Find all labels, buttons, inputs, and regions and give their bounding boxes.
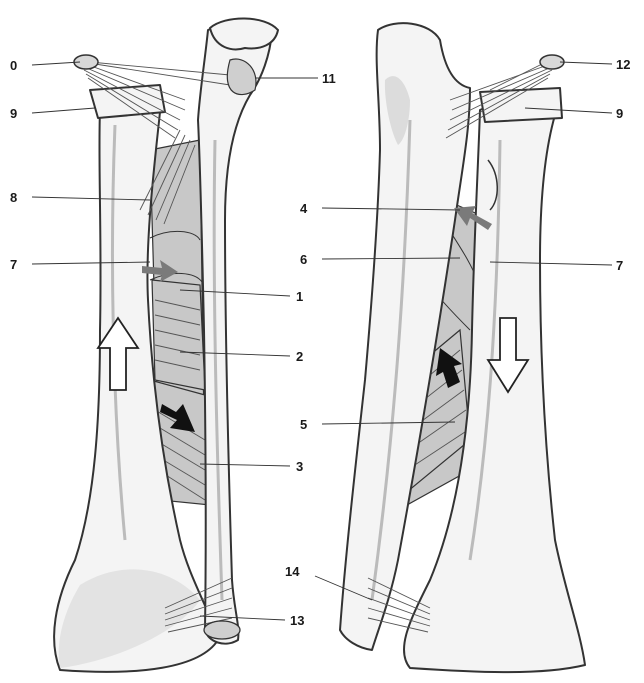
label-7-left: 7 xyxy=(10,257,17,272)
label-12: 12 xyxy=(616,57,630,72)
label-11: 11 xyxy=(322,71,336,86)
label-8: 8 xyxy=(10,190,17,205)
label-3: 3 xyxy=(296,459,303,474)
label-6: 6 xyxy=(300,252,307,267)
label-1: 1 xyxy=(296,289,303,304)
label-4: 4 xyxy=(300,201,308,216)
label-7-right: 7 xyxy=(616,258,623,273)
label-0: 0 xyxy=(10,58,17,73)
label-2: 2 xyxy=(296,349,303,364)
left-forearm-figure xyxy=(54,18,278,671)
left-cap-9 xyxy=(90,85,165,118)
right-forearm-figure xyxy=(340,23,585,672)
label-5: 5 xyxy=(300,417,307,432)
label-13: 13 xyxy=(290,613,304,628)
left-radius-head xyxy=(210,18,278,49)
left-radius-bone xyxy=(198,24,272,643)
label-9-left: 9 xyxy=(10,106,17,121)
label-9-right: 9 xyxy=(616,106,623,121)
label-14: 14 xyxy=(285,564,300,579)
